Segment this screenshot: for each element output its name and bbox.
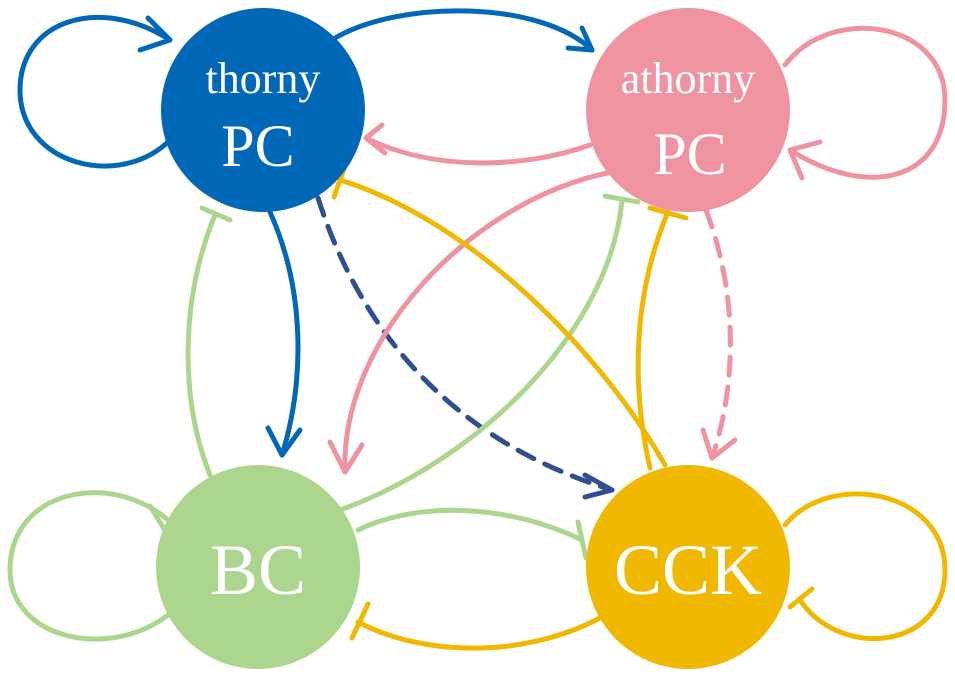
edge-bc-self-loop <box>7 490 171 642</box>
edge-cck-to-thorny <box>331 160 668 468</box>
node-athorny-pc-label-line1: athorny <box>621 54 755 103</box>
node-athorny-pc-circle <box>586 8 790 212</box>
node-athorny-pc-label-line2: PC <box>653 121 726 187</box>
edge-thorny-to-cck-dashed <box>315 195 615 500</box>
node-thorny-pc-circle <box>161 8 365 212</box>
node-bc: BC <box>156 465 360 669</box>
node-bc-label: BC <box>210 530 306 610</box>
node-cck-circle <box>586 465 790 669</box>
edge-cck-to-athorny <box>635 205 689 471</box>
edge-bc-to-athorny <box>337 193 641 513</box>
edge-athorny-self-loop <box>782 25 948 181</box>
edge-cck-self-loop <box>782 491 948 642</box>
edge-thorny-self-loop <box>17 15 173 169</box>
node-thorny-pc: thorny PC <box>161 8 365 212</box>
edge-athorny-to-thorny <box>363 122 593 166</box>
edge-cck-to-bc <box>349 601 603 651</box>
node-athorny-pc: athorny PC <box>586 8 790 212</box>
node-bc-circle <box>156 465 360 669</box>
edge-athorny-to-bc <box>327 169 615 475</box>
edge-bc-to-thorny <box>185 205 233 478</box>
edge-bc-to-cck <box>355 507 589 561</box>
edge-athorny-to-cck-dashed <box>700 207 738 461</box>
edge-thorny-to-athorny <box>332 8 595 53</box>
node-cck-label: CCK <box>614 530 762 610</box>
node-thorny-pc-label-line2: PC <box>221 113 294 179</box>
edge-thorny-to-bc <box>265 209 303 458</box>
node-thorny-pc-label-line1: thorny <box>206 54 321 103</box>
node-cck: CCK <box>586 465 790 669</box>
